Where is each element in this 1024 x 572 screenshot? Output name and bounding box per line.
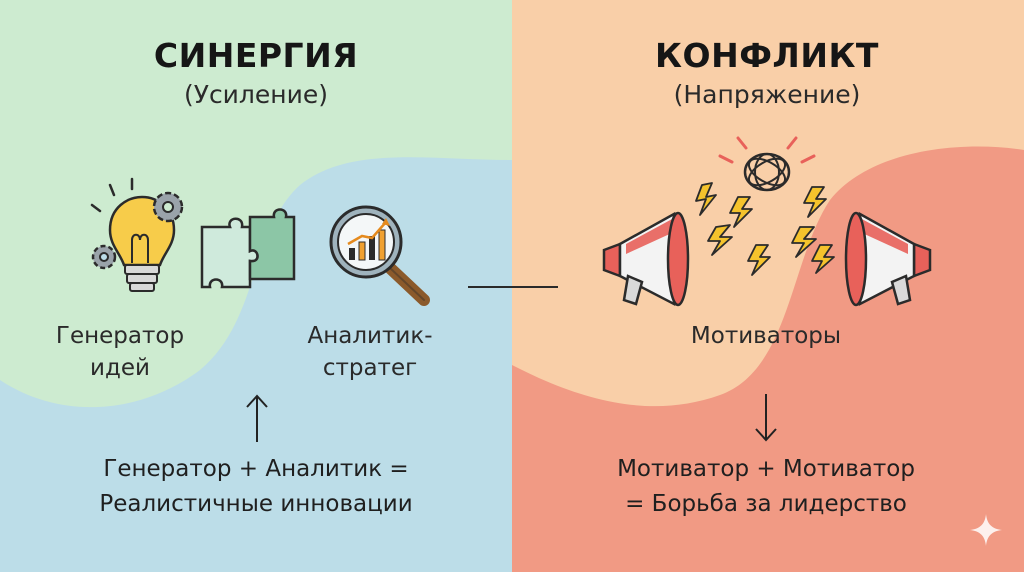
- item-motivators: Мотиваторы: [690, 323, 842, 349]
- lightning-icon: [695, 182, 835, 276]
- gear-icon: [91, 244, 117, 270]
- conflict-formula: Мотиватор + Мотиватор = Борьба за лидерс…: [556, 452, 976, 522]
- synergy-subtitle: (Усиление): [183, 80, 329, 109]
- item-idea-generator-line1: Генератор: [55, 323, 185, 349]
- conflict-subtitle: (Напряжение): [673, 80, 861, 109]
- magnifier-chart-icon: [329, 205, 430, 306]
- item-analyst-line2: стратег: [322, 355, 418, 381]
- megaphone-icon: [844, 211, 932, 307]
- arrow-down-icon: [755, 394, 777, 442]
- megaphone-icon: [602, 211, 690, 307]
- sparkle-icon: [970, 514, 1002, 546]
- conflict-formula-line2: = Борьба за лидерство: [625, 491, 907, 517]
- gear-icon: [152, 191, 184, 223]
- conflict-title: КОНФЛИКТ: [655, 36, 879, 75]
- synergy-title: СИНЕРГИЯ: [153, 36, 359, 75]
- item-idea-generator: Генератор идей: [40, 320, 200, 384]
- item-analyst-line1: Аналитик-: [307, 323, 433, 349]
- item-idea-generator-line2: идей: [90, 355, 150, 381]
- tangled-ball-icon: [718, 136, 816, 192]
- lightbulb-icon: [90, 177, 184, 292]
- synergy-formula-line1: Генератор + Аналитик =: [103, 456, 409, 482]
- arrow-up-icon: [246, 394, 268, 442]
- conflict-formula-line1: Мотиватор + Мотиватор: [617, 456, 915, 482]
- synergy-formula-line2: Реалистичные инновации: [99, 491, 413, 517]
- synergy-formula: Генератор + Аналитик = Реалистичные инно…: [36, 452, 476, 522]
- item-analyst-strategist: Аналитик- стратег: [285, 320, 455, 384]
- puzzle-icon: [200, 208, 296, 289]
